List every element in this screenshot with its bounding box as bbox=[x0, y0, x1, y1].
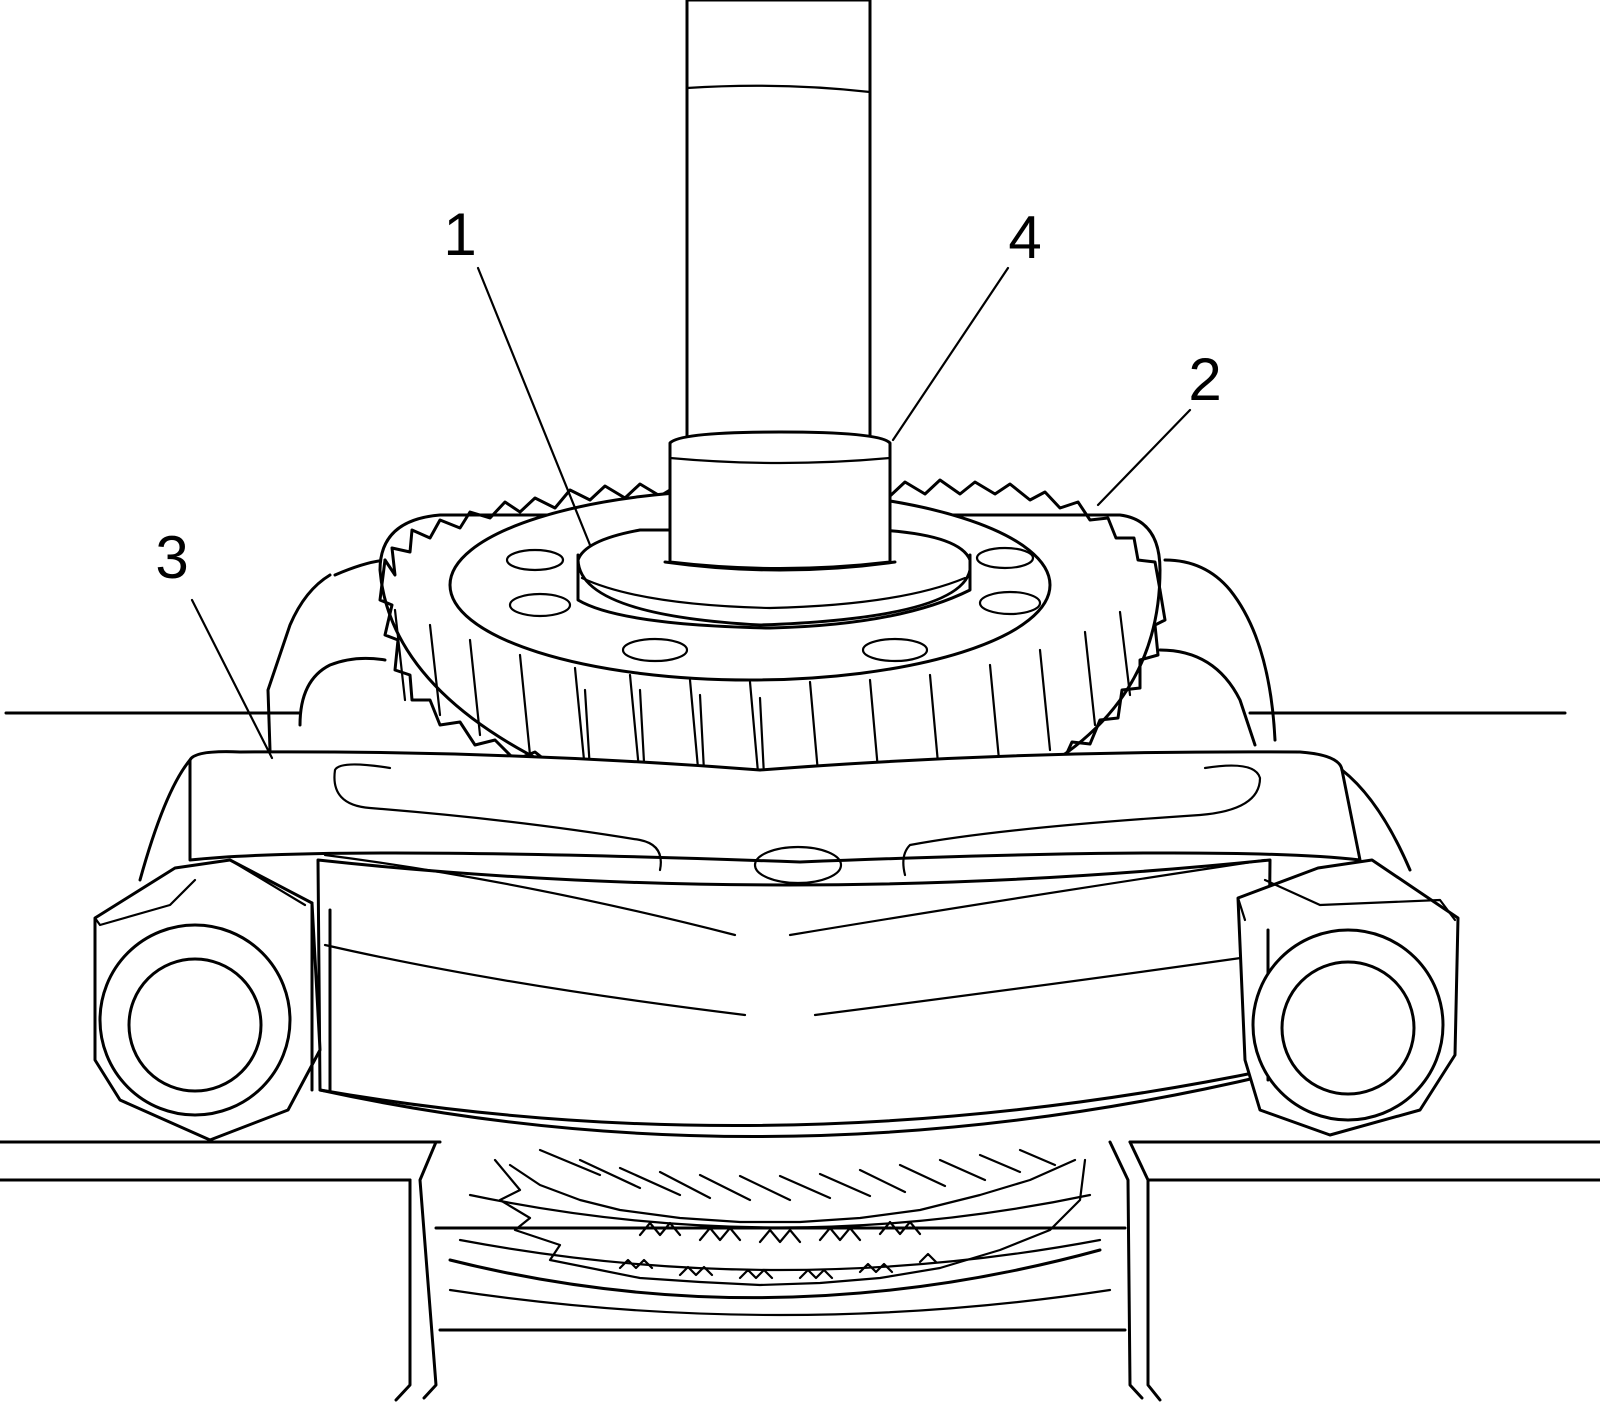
callout-4: 4 bbox=[1008, 204, 1041, 271]
support-block bbox=[394, 1140, 1162, 1402]
leader-lines bbox=[190, 266, 1192, 760]
callout-2: 2 bbox=[1188, 346, 1221, 413]
press-ram bbox=[663, 0, 897, 572]
press-table bbox=[0, 711, 1600, 1182]
leader-line-1 bbox=[476, 266, 592, 547]
left-nut bbox=[93, 858, 332, 1142]
leader-line-2 bbox=[1096, 408, 1192, 507]
callout-1: 1 bbox=[443, 201, 476, 268]
leader-line-4 bbox=[891, 266, 1010, 442]
callout-3: 3 bbox=[155, 524, 188, 591]
leader-line-3 bbox=[190, 598, 274, 760]
right-nut bbox=[1236, 858, 1460, 1137]
separator-plate bbox=[138, 750, 1412, 1139]
lower-gear bbox=[493, 1148, 1087, 1287]
